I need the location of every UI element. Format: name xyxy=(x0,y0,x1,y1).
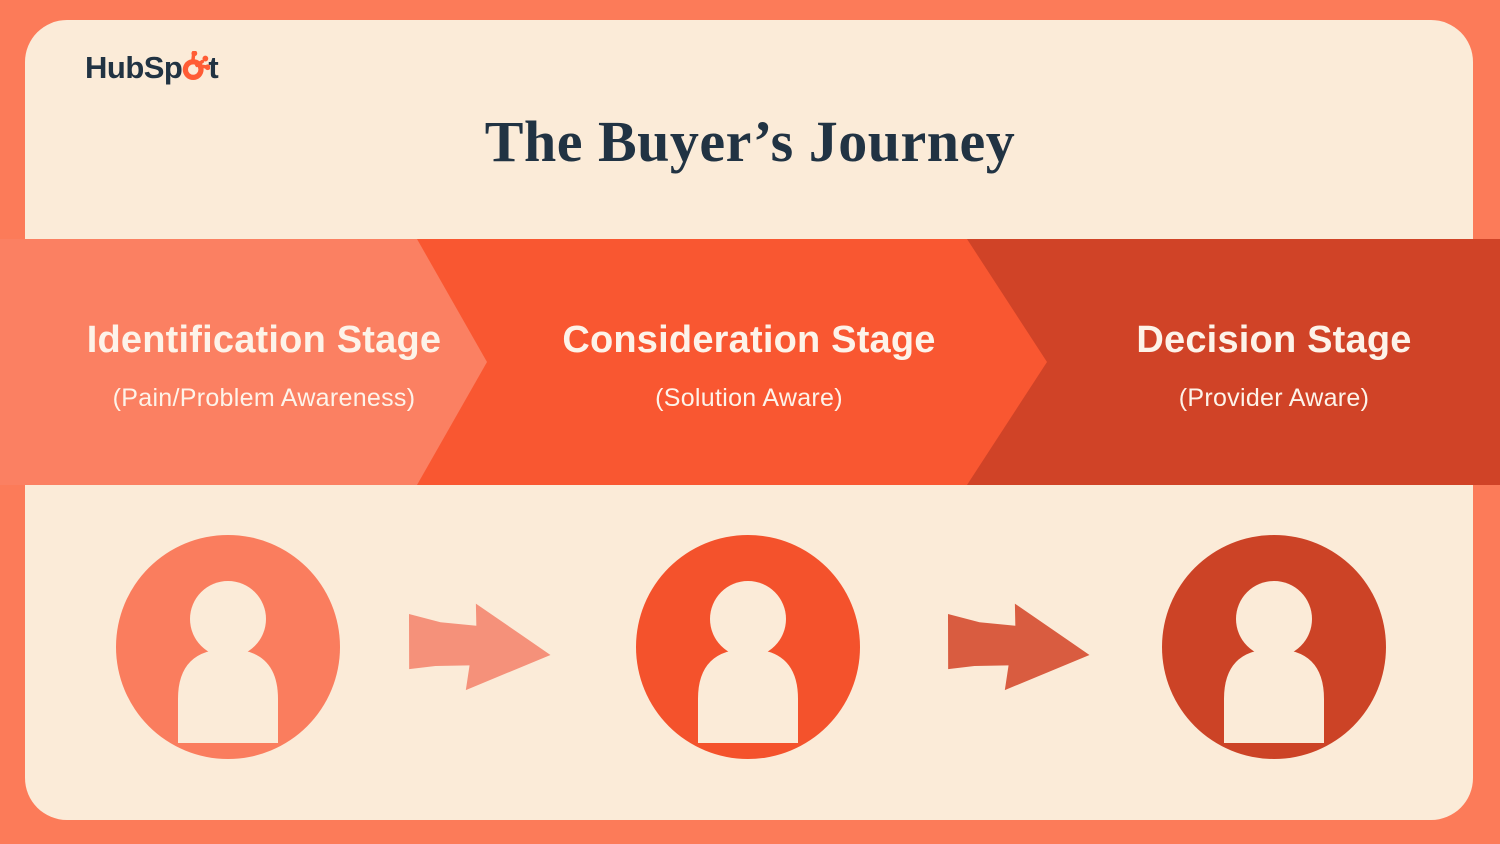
stage-chevron-band xyxy=(0,239,1500,485)
person-icon-consideration xyxy=(636,535,860,759)
person-icon xyxy=(1162,535,1386,759)
consideration-stage-chevron xyxy=(417,239,1047,485)
arrow-right-icon xyxy=(408,603,551,691)
stage-name: Consideration Stage xyxy=(562,319,936,361)
arrow-right-icon-1 xyxy=(402,590,559,700)
stage-name: Identification Stage xyxy=(86,319,442,361)
person-icon xyxy=(636,535,860,759)
page-title: The Buyer’s Journey xyxy=(484,109,1016,174)
person-icon xyxy=(116,535,340,759)
logo-text-after: t xyxy=(208,50,219,85)
hubspot-logo: HubSp t xyxy=(85,50,219,86)
stage-label-decision: Decision Stage (Provider Aware) xyxy=(1024,239,1500,485)
hubspot-sprocket-icon xyxy=(183,50,211,80)
person-icon-identification xyxy=(116,535,340,759)
identification-stage-chevron xyxy=(0,239,487,485)
stage-name: Decision Stage xyxy=(1136,319,1412,361)
journey-banner: Identification Stage (Pain/Problem Aware… xyxy=(0,239,1500,485)
arrow-right-icon xyxy=(947,603,1090,691)
stage-subtitle: (Pain/Problem Awareness) xyxy=(112,384,416,412)
stage-subtitle: (Provider Aware) xyxy=(1178,384,1370,412)
decision-stage-chevron xyxy=(940,239,1500,485)
stage-label-consideration: Consideration Stage (Solution Aware) xyxy=(499,239,999,485)
stage-subtitle: (Solution Aware) xyxy=(655,384,843,412)
stage-label-identification: Identification Stage (Pain/Problem Aware… xyxy=(14,239,514,485)
arrow-right-icon-2 xyxy=(941,590,1098,700)
logo-text-before: HubSp xyxy=(85,50,183,85)
person-icon-decision xyxy=(1162,535,1386,759)
